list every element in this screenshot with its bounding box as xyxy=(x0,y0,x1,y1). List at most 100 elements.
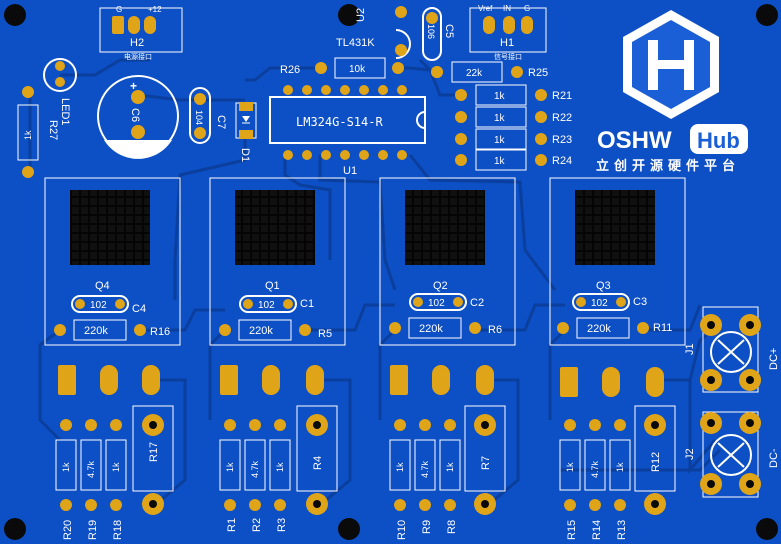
h2-pin-12v-label: +12 xyxy=(148,5,162,14)
trace xyxy=(560,448,722,472)
r22-ref-label: R22 xyxy=(552,112,572,124)
diode-pad xyxy=(239,102,253,111)
logo-hub-text: Hub xyxy=(697,128,740,153)
h1-pin-g-label: G xyxy=(524,4,530,13)
mounting-hole xyxy=(756,4,778,26)
trace xyxy=(154,378,187,507)
trace xyxy=(38,328,62,442)
r26-ref-label: R26 xyxy=(280,64,300,76)
c5-value-label: 106 xyxy=(426,24,436,39)
c6-ref-label: C6 xyxy=(129,108,141,122)
trace xyxy=(137,93,245,102)
resistor-pad xyxy=(22,166,34,178)
resistor-r21: 1k R21 xyxy=(455,84,572,106)
header-h2: G +12 H2 电源接口 xyxy=(99,5,183,61)
heatsink-pad xyxy=(235,190,315,265)
resistor-r27: 1k R27 xyxy=(17,86,59,178)
regulator-pad xyxy=(395,6,407,18)
resistor-r25: 22k R25 xyxy=(431,61,548,83)
r4-ref-label: R4 xyxy=(312,456,324,470)
r18-value-label: 1k xyxy=(111,462,121,472)
connector-j2: J2 DC- xyxy=(684,411,780,498)
capacitor-pad xyxy=(426,12,438,24)
resistor-pad xyxy=(511,66,523,78)
logo-tagline: 立创开源硬件平台 xyxy=(596,158,740,174)
r1-value-label: 1k xyxy=(225,462,235,472)
header-h1: Vref IN G H1 信号接口 xyxy=(469,4,547,61)
r19-value-label: 4.7k xyxy=(86,460,96,478)
led-pad xyxy=(55,77,65,87)
q2-ref-label: Q2 xyxy=(433,280,448,292)
resistor-r23: 1k R23 xyxy=(455,128,572,150)
h2-ref-label: H2 xyxy=(130,37,144,49)
channel-q4: 102 C4 Q4 220k R16 R17 1k 4.7k 1k R20 R1… xyxy=(54,280,174,540)
resistor-pad xyxy=(392,62,404,74)
channel-q1: 102 C1 Q1 220k R5 R4 1k 4.7k 1k R1 R2 R3 xyxy=(219,280,338,532)
u2-ref-label: U2 xyxy=(355,8,367,22)
mounting-hole xyxy=(4,4,26,26)
resistor-pad xyxy=(431,66,443,78)
r25-ref-label: R25 xyxy=(528,67,548,79)
trace xyxy=(319,378,352,507)
r12-ref-label: R12 xyxy=(650,452,662,472)
r1-ref-label: R1 xyxy=(226,518,238,532)
heatsink-pad xyxy=(405,190,485,265)
header-pin-pad xyxy=(521,16,533,34)
r17-ref-label: R17 xyxy=(148,442,160,462)
led1-ref-label: LED1 xyxy=(59,98,71,126)
r23-value-label: 1k xyxy=(494,135,506,146)
u1-ref-label: U1 xyxy=(343,165,357,177)
heatsink-outline xyxy=(44,177,181,346)
mounting-holes xyxy=(4,4,778,540)
channel-q2: 102 C2 Q2 220k R6 R7 1k 4.7k 1k R10 R9 R… xyxy=(389,280,506,540)
c3-ref-label: C3 xyxy=(633,296,647,308)
r8-value-label: 1k xyxy=(445,462,455,472)
resistor-pad xyxy=(22,86,34,98)
c1-ref-label: C1 xyxy=(300,298,314,310)
r14-value-label: 4.7k xyxy=(590,460,600,478)
r27-value-label: 1k xyxy=(23,130,33,140)
heatsink-pad xyxy=(70,190,150,265)
resistor-bank-r21-r24: 1k R21 1k R22 1k R23 1k R24 xyxy=(455,84,572,171)
r15-ref-label: R15 xyxy=(566,520,578,540)
regulator-pad xyxy=(395,44,407,56)
header-pin-pad xyxy=(503,16,515,34)
r19-ref-label: R19 xyxy=(87,520,99,540)
heatsink-pad xyxy=(575,190,655,265)
u2-part-label: TL431K xyxy=(336,37,375,49)
trace xyxy=(487,378,520,507)
trace xyxy=(60,58,150,77)
c6-polarity-plus: + xyxy=(130,79,137,93)
trace xyxy=(245,66,325,82)
q3-ref-label: Q3 xyxy=(596,280,611,292)
oshwhub-logo: OSHW Hub 立创开源硬件平台 xyxy=(596,10,748,174)
h1-pin-in-label: IN xyxy=(503,4,511,13)
c7-ref-label: C7 xyxy=(215,115,227,129)
header-pin-pad xyxy=(128,16,140,34)
trace xyxy=(648,304,702,332)
r15-value-label: 1k xyxy=(565,462,575,472)
channel-q3: 102 C3 Q3 220k R11 R12 1k 4.7k 1k R15 R1… xyxy=(557,280,676,540)
h1-ref-label: H1 xyxy=(500,37,514,49)
header-pin-pad xyxy=(144,16,156,34)
trace xyxy=(173,130,247,300)
trace xyxy=(283,155,332,260)
resistor-pad xyxy=(315,62,327,74)
r6-value-label: 220k xyxy=(419,323,443,335)
r11-value-label: 220k xyxy=(587,323,611,335)
d1-ref-label: D1 xyxy=(239,148,251,162)
capacitor-pad xyxy=(194,127,206,139)
u1-part-label: LM324G-S14-R xyxy=(296,115,383,129)
capacitor-pad xyxy=(131,125,145,139)
r18-ref-label: R18 xyxy=(112,520,124,540)
diode-d1: D1 xyxy=(235,102,257,162)
mounting-hole xyxy=(338,4,360,26)
r21-value-label: 1k xyxy=(494,91,506,102)
j2-dcminus-label: DC- xyxy=(768,448,780,468)
r22-value-label: 1k xyxy=(494,113,506,124)
c7-value-label: 104 xyxy=(194,110,204,125)
c5-ref-label: C5 xyxy=(443,24,455,38)
r26-value-label: 10k xyxy=(349,64,366,75)
